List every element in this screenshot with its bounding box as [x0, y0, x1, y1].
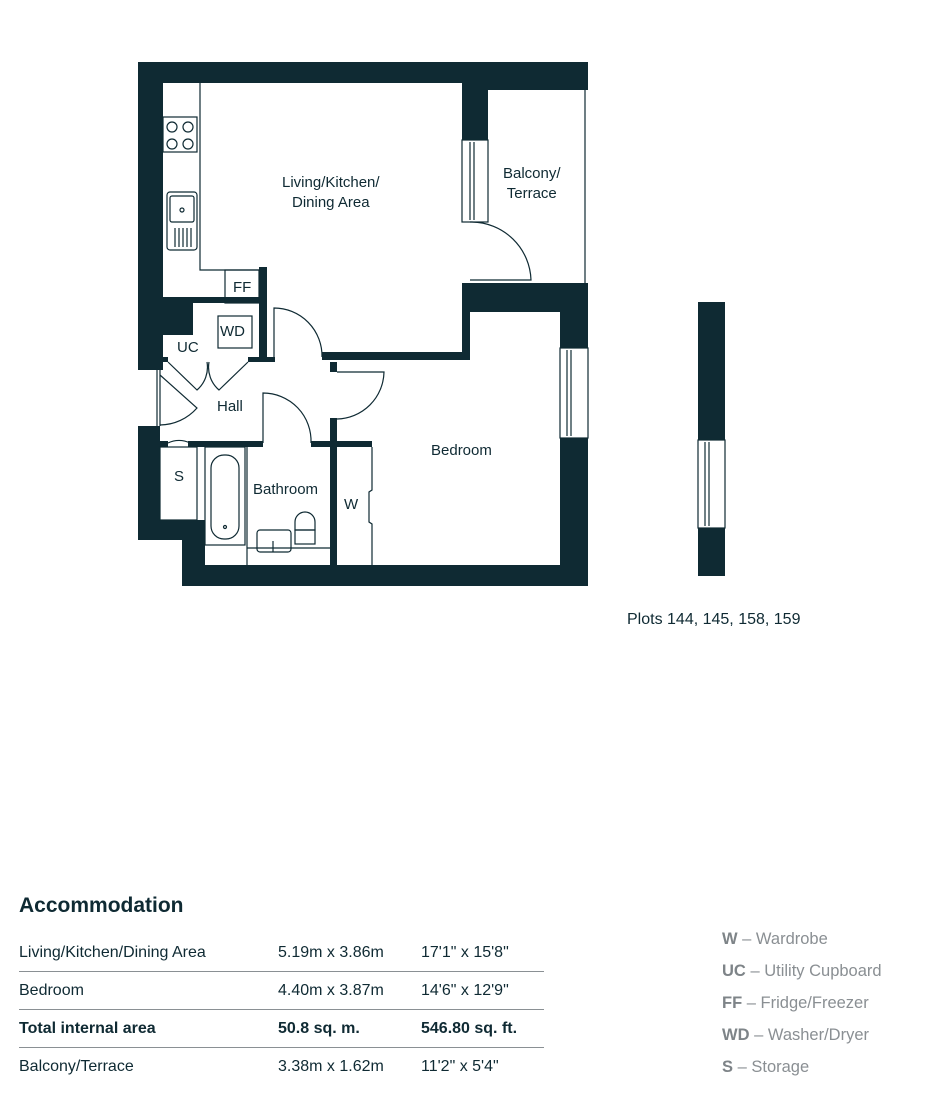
- fixtures: [156, 83, 726, 565]
- legend: W – Wardrobe UC – Utility Cupboard FF – …: [722, 928, 882, 1088]
- washer-dryer-box: [217, 315, 253, 349]
- room-label-bedroom: Bedroom: [431, 442, 492, 459]
- legend-item: WD – Washer/Dryer: [722, 1024, 882, 1056]
- legend-key: FF: [722, 994, 743, 1012]
- fridge-freezer-box: [224, 269, 260, 304]
- legend-item: W – Wardrobe: [722, 928, 882, 960]
- imperial-size: 11'2" x 5'4": [421, 1047, 544, 1085]
- balcony-label-line2: Terrace: [506, 185, 557, 202]
- plots-label: Plots 144, 145, 158, 159: [627, 611, 801, 628]
- legend-key: S: [722, 1058, 734, 1076]
- living-label-line2: Dining Area: [292, 194, 370, 211]
- sink-icon: [166, 191, 198, 251]
- imperial-size: 17'1" x 15'8": [421, 943, 509, 961]
- legend-item: UC – Utility Cupboard: [722, 960, 882, 992]
- legend-key: UC: [722, 962, 746, 980]
- living-label-line1: Living/Kitchen/: [282, 174, 380, 191]
- walls: [138, 62, 725, 586]
- room-label-uc: UC: [177, 339, 199, 356]
- legend-desc: – Washer/Dryer: [754, 1026, 870, 1044]
- room-name: Living/Kitchen/Dining Area: [19, 943, 206, 961]
- imperial-size: 14'6" x 12'9": [421, 971, 544, 1010]
- room-label-living: Living/Kitchen/ Dining Area: [282, 173, 380, 213]
- legend-desc: – Utility Cupboard: [750, 962, 882, 980]
- legend-desc: – Wardrobe: [742, 930, 828, 948]
- legend-desc: – Storage: [737, 1058, 810, 1076]
- room-label-balcony: Balcony/ Terrace: [503, 164, 561, 204]
- metric-size: 4.40m x 3.87m: [278, 971, 421, 1010]
- room-label-ff: FF: [233, 279, 252, 296]
- room-label-storage: S: [174, 468, 185, 485]
- room-name: Bedroom: [19, 971, 278, 1010]
- room-label-hall: Hall: [217, 398, 243, 415]
- hob-icon: [162, 116, 198, 153]
- basin-icon: [256, 529, 292, 553]
- metric-size: 3.38m x 1.62m: [278, 1047, 421, 1085]
- room-name: Total internal area: [19, 1009, 278, 1048]
- table-row: Bedroom 4.40m x 3.87m 14'6" x 12'9": [19, 971, 544, 1010]
- imperial-size: 546.80 sq. ft.: [421, 1009, 544, 1048]
- accommodation-title: Accommodation: [19, 894, 184, 917]
- legend-item: S – Storage: [722, 1056, 882, 1088]
- legend-key: W: [722, 930, 738, 948]
- metric-size: 50.8 sq. m.: [278, 1009, 421, 1048]
- table-row-total: Total internal area 50.8 sq. m. 546.80 s…: [19, 1009, 544, 1048]
- accommodation-table: Living/Kitchen/Dining Area 5.19m x 3.86m…: [19, 934, 544, 1085]
- room-label-bathroom: Bathroom: [253, 481, 319, 498]
- table-row: Balcony/Terrace 3.38m x 1.62m 11'2" x 5'…: [19, 1047, 544, 1085]
- room-label-wd: WD: [220, 323, 245, 340]
- balcony-label-line1: Balcony/: [503, 165, 561, 182]
- legend-item: FF – Fridge/Freezer: [722, 992, 882, 1024]
- room-label-wardrobe: W: [344, 496, 359, 513]
- room-name: Balcony/Terrace: [19, 1047, 278, 1085]
- legend-desc: – Fridge/Freezer: [746, 994, 869, 1012]
- floor-plan: [138, 62, 726, 586]
- legend-key: WD: [722, 1026, 750, 1044]
- toilet-icon: [294, 511, 316, 531]
- table-row: Living/Kitchen/Dining Area 5.19m x 3.86m…: [19, 934, 544, 972]
- metric-size: 5.19m x 3.86m: [278, 943, 384, 961]
